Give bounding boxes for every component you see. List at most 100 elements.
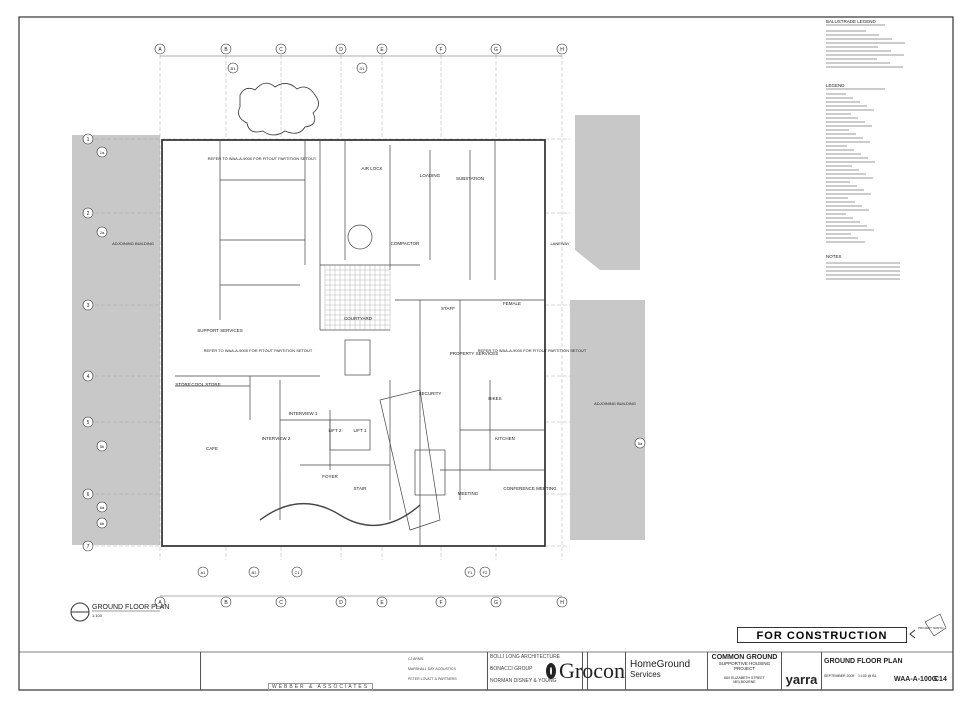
svg-text:FOYER: FOYER — [322, 474, 338, 479]
svg-text:7: 7 — [87, 544, 90, 550]
svg-text:CONFERENCE MEETING: CONFERENCE MEETING — [503, 486, 557, 491]
svg-text:B1: B1 — [231, 66, 237, 71]
svg-text:CAFE: CAFE — [206, 446, 218, 451]
grid-bubble-B2: B2 — [248, 566, 260, 578]
grid-bubble-F: F — [435, 596, 447, 608]
grid-bubble-G: G — [490, 596, 502, 608]
svg-text:SECURITY: SECURITY — [419, 391, 442, 396]
grid-bubble-G: G — [490, 43, 502, 55]
svg-text:2: 2 — [87, 211, 90, 217]
svg-text:GROUND FLOOR PLAN: GROUND FLOOR PLAN — [92, 604, 169, 611]
grid-bubble-2a: 2a — [96, 226, 108, 238]
svg-text:C: C — [279, 600, 283, 606]
svg-text:4: 4 — [87, 374, 90, 380]
legend-panel: BALUSTRADE LEGEND LEGEND NOTES — [826, 19, 905, 280]
grocon-logo: Grocon — [546, 652, 626, 690]
drawing-title-tag: GROUND FLOOR PLAN 1:100 — [70, 602, 169, 622]
drawing-info: GROUND FLOOR PLAN SEPTEMBER 2009 1:100 @… — [824, 658, 947, 683]
svg-text:LOADING: LOADING — [420, 173, 441, 178]
svg-text:1: 1 — [87, 137, 90, 143]
revision-cloud — [238, 82, 319, 136]
svg-text:SUPPORT SERVICES: SUPPORT SERVICES — [197, 328, 243, 333]
grid-bubble-F1: F1 — [464, 566, 476, 578]
grid-bubble-7: 7 — [82, 540, 94, 552]
grid-bubble-C: C — [275, 43, 287, 55]
svg-text:REFER TO WAA-A-9000 FOR FITOUT: REFER TO WAA-A-9000 FOR FITOUT PARTITION… — [204, 348, 313, 353]
svg-text:AIR LOCK: AIR LOCK — [361, 166, 382, 171]
svg-text:COOL STORE: COOL STORE — [191, 382, 220, 387]
svg-text:E: E — [380, 600, 384, 606]
svg-text:A: A — [158, 47, 162, 53]
svg-text:5: 5 — [87, 420, 90, 426]
svg-text:B: B — [224, 47, 228, 53]
grid-bubble-D: D — [335, 43, 347, 55]
grid-bubble-H: H — [556, 596, 568, 608]
svg-text:BALUSTRADE LEGEND: BALUSTRADE LEGEND — [826, 19, 877, 24]
svg-text:REFER TO WAA-A-9000 FOR FITOUT: REFER TO WAA-A-9000 FOR FITOUT PARTITION… — [478, 348, 587, 353]
grid-bubble-1a: 1a — [96, 146, 108, 158]
adjoining-building-right-top — [575, 115, 640, 270]
grid-bubble-F: F — [435, 43, 447, 55]
grid-bubble-6b: 6b — [96, 517, 108, 529]
svg-text:KITCHEN: KITCHEN — [495, 436, 515, 441]
svg-text:C: C — [279, 47, 283, 53]
svg-text:A: A — [158, 600, 162, 606]
svg-text:D: D — [339, 600, 343, 606]
grid-bubble-5a: 5a — [634, 437, 646, 449]
svg-text:6: 6 — [87, 492, 90, 498]
for-construction-stamp: FOR CONSTRUCTION — [737, 627, 907, 643]
grid-bubble-2: 2 — [82, 207, 94, 219]
svg-text:REFER TO WAA-A-9000 FOR FITOUT: REFER TO WAA-A-9000 FOR FITOUT PARTITION… — [208, 156, 317, 161]
svg-text:BIKES: BIKES — [488, 396, 501, 401]
notes-cell — [19, 652, 201, 690]
interior-walls — [175, 140, 545, 545]
svg-text:F: F — [439, 600, 442, 606]
adjoining-building-left — [72, 135, 160, 545]
sheet-border — [18, 16, 954, 691]
grid-bubble-5: 5 — [82, 416, 94, 428]
svg-text:LIFT 2: LIFT 2 — [329, 428, 342, 433]
svg-text:D1: D1 — [359, 66, 365, 71]
svg-text:G: G — [494, 47, 498, 53]
svg-text:5b: 5b — [100, 444, 105, 449]
svg-text:A1: A1 — [201, 570, 207, 575]
adjoining-building-right-bottom — [570, 300, 645, 540]
grid-bubble-E: E — [376, 43, 388, 55]
grid-bubble-H: H — [556, 43, 568, 55]
svg-text:COURTYARD: COURTYARD — [344, 316, 373, 321]
svg-text:LEGEND: LEGEND — [826, 83, 845, 88]
svg-text:NOTES: NOTES — [826, 254, 842, 259]
svg-text:2a: 2a — [100, 230, 105, 235]
svg-text:MEETING: MEETING — [458, 491, 479, 496]
svg-text:1a: 1a — [100, 150, 105, 155]
svg-text:B2: B2 — [252, 570, 258, 575]
grid-bubble-C1: C1 — [291, 566, 303, 578]
svg-text:LIFT 1: LIFT 1 — [354, 428, 367, 433]
grid-bubble-D: D — [335, 596, 347, 608]
grid-bubble-6: 6 — [82, 488, 94, 500]
grid-bubble-1: 1 — [82, 133, 94, 145]
grid-bubble-6a: 6a — [96, 501, 108, 513]
grid-bubble-B: B — [220, 43, 232, 55]
grid-bubble-5b: 5b — [96, 440, 108, 452]
grid-bubble-B1: B1 — [227, 62, 239, 74]
svg-text:STAFF: STAFF — [441, 306, 455, 311]
grid-bubble-E: E — [376, 596, 388, 608]
svg-text:SUBSTATION: SUBSTATION — [456, 176, 484, 181]
grid-bubble-C: C — [275, 596, 287, 608]
grid-bubble-4: 4 — [82, 370, 94, 382]
svg-text:F2: F2 — [483, 570, 488, 575]
consultants-col2: CJ ARMS MARSHALL DAY ACOUSTICS PETER LOV… — [408, 657, 457, 681]
svg-text:COMPACTOR: COMPACTOR — [391, 241, 421, 246]
grid-bubble-D1: D1 — [356, 62, 368, 74]
courtyard-paving — [324, 264, 391, 331]
svg-text:H: H — [560, 600, 564, 606]
svg-text:C1: C1 — [294, 570, 300, 575]
svg-text:E: E — [380, 47, 384, 53]
svg-text:LANEWAY: LANEWAY — [550, 241, 569, 246]
svg-text:6b: 6b — [100, 521, 105, 526]
